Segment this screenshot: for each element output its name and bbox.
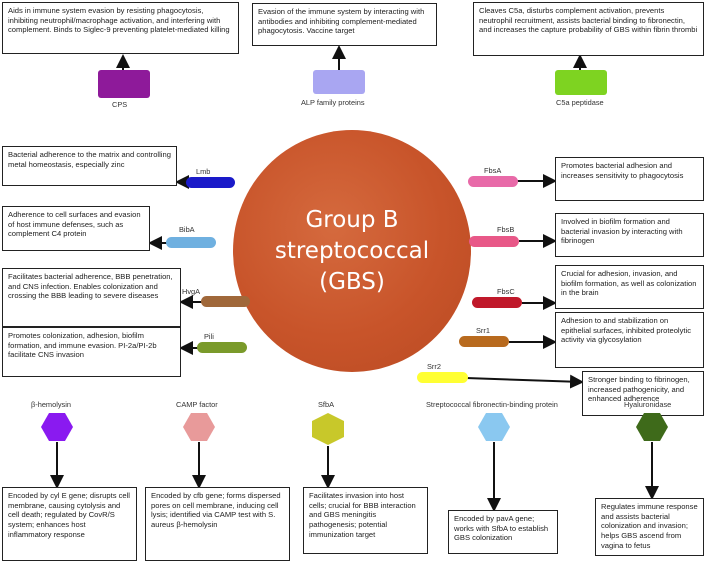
fbsb-description-box: Involved in biofilm formation and bacter… xyxy=(555,213,704,257)
c5a-description-box: Cleaves C5a, disturbs complement activat… xyxy=(473,2,704,56)
fbsb-marker xyxy=(469,236,519,247)
lmb-description-box: Bacterial adherence to the matrix and co… xyxy=(2,146,177,186)
sfba-label: SfbA xyxy=(318,400,335,409)
sfba-hexagon xyxy=(312,413,344,445)
bhem-label: β-hemolysin xyxy=(31,400,71,409)
fbsc-description-box: Crucial for adhesion, invasion, and biof… xyxy=(555,265,704,309)
arrow-srr2 xyxy=(465,374,584,389)
center-line-1: Group B xyxy=(305,207,399,233)
srr1-description-box: Adhesion to and stabilization on epithel… xyxy=(555,312,704,368)
cps-label: CPS xyxy=(112,100,128,109)
sfbp-description-box: Encoded by pavA gene; works with SfbA to… xyxy=(448,510,558,554)
hyal-hexagon xyxy=(636,413,668,441)
camp-hexagon xyxy=(183,413,215,441)
pili-description-box: Promotes colonization, adhesion, biofilm… xyxy=(2,327,181,377)
fbsa-marker xyxy=(468,176,518,187)
camp-description-box: Encoded by cfb gene; forms dispersed por… xyxy=(145,487,290,561)
sfbp-label: Streptococcal fibronectin-binding protei… xyxy=(426,400,558,409)
biba-description-box: Adherence to cell surfaces and evasion o… xyxy=(2,206,150,251)
srr2-description-box: Stronger binding to fibrinogen, increase… xyxy=(582,371,704,416)
hvga-marker xyxy=(201,296,250,307)
pili-marker xyxy=(197,342,247,353)
lmb-marker xyxy=(186,177,235,188)
gbs-center-circle xyxy=(233,130,471,372)
bhem-hexagon xyxy=(41,413,73,441)
fbsc-label: FbsC xyxy=(497,287,515,296)
center-line-2: streptococcal xyxy=(274,238,430,264)
fbsa-description-box: Promotes bacterial adhesion and increase… xyxy=(555,157,704,201)
srr2-marker xyxy=(417,372,468,383)
alp-marker xyxy=(313,70,365,94)
center-line-3: (GBS) xyxy=(319,269,385,295)
bhem-description-box: Encoded by cyl E gene; disrupts cell mem… xyxy=(2,487,137,561)
alp-label: ALP family proteins xyxy=(301,98,365,107)
srr1-marker xyxy=(459,336,509,347)
hvga-label: HvgA xyxy=(182,287,201,296)
gbs-center-title: Group B streptococcal (GBS) xyxy=(233,205,471,298)
alp-description-box: Evasion of the immune system by interact… xyxy=(252,3,437,46)
sfba-description-box: Facilitates invasion into host cells; cr… xyxy=(303,487,428,554)
fbsa-label: FbsA xyxy=(484,166,502,175)
sfbp-hexagon xyxy=(478,413,510,441)
fbsb-label: FbsB xyxy=(497,225,515,234)
srr1-label: Srr1 xyxy=(476,326,490,335)
srr2-label: Srr2 xyxy=(427,362,441,371)
biba-label: BibA xyxy=(179,225,195,234)
hyal-description-box: Regulates immune response and assists ba… xyxy=(595,498,704,556)
fbsc-marker xyxy=(472,297,522,308)
cps-marker xyxy=(98,70,150,98)
cps-description-box: Aids in immune system evasion by resisti… xyxy=(2,2,239,54)
camp-label: CAMP factor xyxy=(176,400,218,409)
biba-marker xyxy=(166,237,216,248)
c5a-label: C5a peptidase xyxy=(556,98,604,107)
hyal-label: Hyaluronidase xyxy=(624,400,672,409)
c5a-marker xyxy=(555,70,607,95)
hvga-description-box: Facilitates bacterial adherence, BBB pen… xyxy=(2,268,181,327)
pili-label: Pili xyxy=(204,332,214,341)
lmb-label: Lmb xyxy=(196,167,211,176)
